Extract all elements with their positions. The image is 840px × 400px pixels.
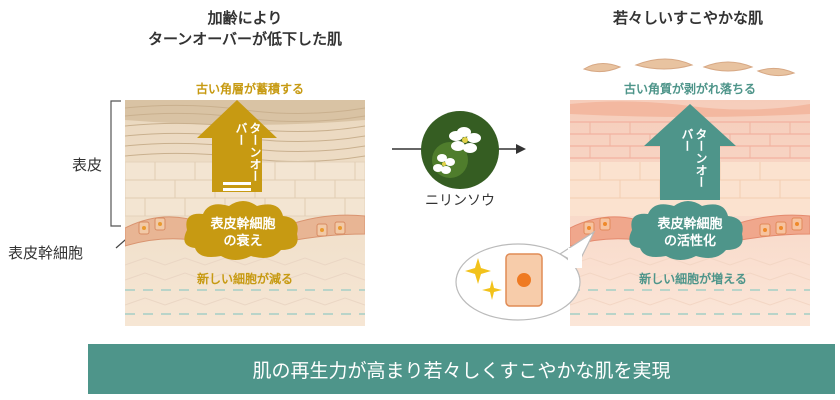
- left-bottom-caption: 新しい細胞が減る: [196, 272, 293, 286]
- plant-label: ニリンソウ: [425, 193, 495, 209]
- left-title-line1: 加齢により: [207, 9, 283, 27]
- right-arrow-label: ターンオーバー: [672, 128, 708, 198]
- sparkle-icon-small: [482, 280, 502, 300]
- summary-banner: 肌の再生力が高まり若々しくすこやかな肌を実現: [88, 344, 835, 394]
- right-cell-label-line1: 表皮幹細胞: [657, 217, 723, 232]
- left-skin-diagram: [125, 100, 365, 326]
- epidermis-bracket: [110, 100, 121, 227]
- plant-icon: [421, 111, 499, 189]
- right-skin-diagram: [570, 100, 810, 326]
- left-arrow-text: ターンオーバー: [234, 122, 262, 182]
- activated-cell-bubble: [455, 230, 596, 321]
- right-top-caption: 古い角質が剥がれ落ちる: [623, 82, 756, 96]
- right-bottom-caption: 新しい細胞が増える: [639, 272, 747, 286]
- sparkle-icon: [465, 258, 491, 284]
- stem-cell-label: 表皮幹細胞: [8, 244, 84, 262]
- right-cell-label-line2: の活性化: [663, 234, 716, 249]
- right-cell-label: 表皮幹細胞 の活性化: [635, 216, 745, 250]
- left-cell-label-line1: 表皮幹細胞: [210, 217, 276, 232]
- left-arrow-label: ターンオーバー: [226, 122, 262, 192]
- epidermis-label: 表皮: [72, 156, 103, 174]
- left-cell-label: 表皮幹細胞 の衰え: [188, 216, 298, 250]
- summary-banner-text: 肌の再生力が高まり若々しくすこやかな肌を実現: [252, 359, 671, 382]
- right-arrow-text: ターンオーバー: [680, 128, 708, 188]
- left-title: 加齢により ターンオーバーが低下した肌: [120, 8, 370, 50]
- left-title-line2: ターンオーバーが低下した肌: [147, 30, 343, 48]
- right-title: 若々しいすこやかな肌: [612, 9, 763, 27]
- left-top-caption: 古い角層が蓄積する: [195, 82, 304, 96]
- peeling-flakes: [582, 58, 796, 77]
- left-cell-label-line2: の衰え: [223, 234, 263, 249]
